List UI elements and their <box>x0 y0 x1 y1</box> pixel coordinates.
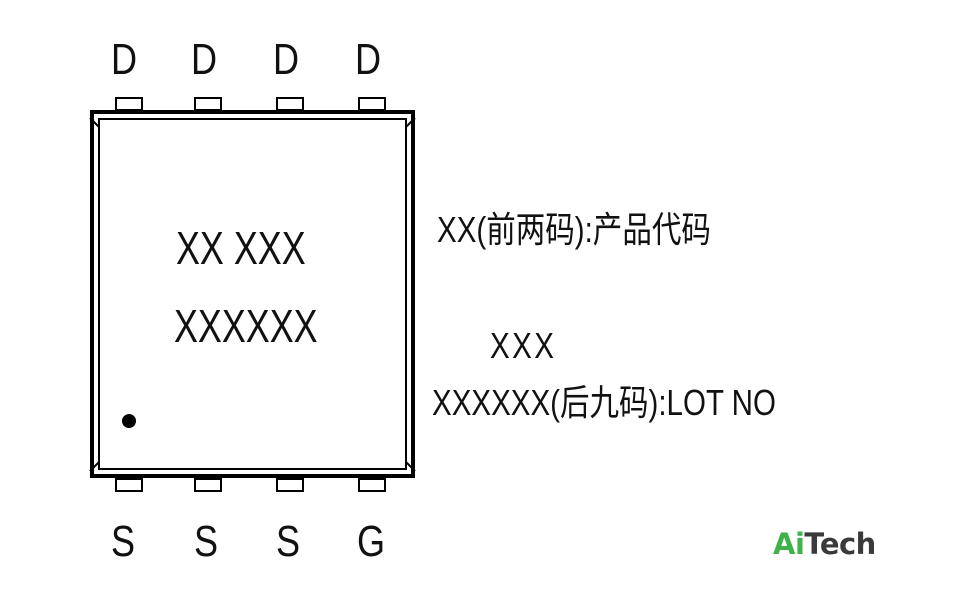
logo-text-tech: Tech <box>804 527 876 561</box>
pin-pad-top-4 <box>358 97 386 111</box>
pin-label-bottom-4: G <box>357 517 386 566</box>
package-marking-line2: XXXXXX <box>174 300 318 352</box>
pin-pad-bottom-2 <box>194 478 222 492</box>
pin-label-top-3: D <box>273 35 300 84</box>
pin-label-bottom-3: S <box>276 517 301 566</box>
legend-product-code: XX(前两码):产品代码 <box>437 209 711 250</box>
package-body <box>90 110 415 478</box>
legend-xxx: XXX <box>490 325 557 366</box>
pin-pad-top-2 <box>194 97 222 111</box>
logo-text-ai: Ai <box>773 527 805 561</box>
legend-lot-no: XXXXXX(后九码):LOT NO <box>432 382 776 423</box>
pin-label-bottom-1: S <box>111 517 136 566</box>
pin1-indicator-dot <box>122 414 136 428</box>
pin-label-bottom-2: S <box>194 517 219 566</box>
pin-label-top-2: D <box>191 35 218 84</box>
pin-label-top-4: D <box>355 35 382 84</box>
pin-pad-bottom-3 <box>276 478 304 492</box>
pin-pad-bottom-4 <box>358 478 386 492</box>
pin-pad-top-3 <box>276 97 304 111</box>
pin-pad-top-1 <box>115 97 143 111</box>
pin-pad-bottom-1 <box>115 478 143 492</box>
package-inner-outline <box>98 118 407 470</box>
package-marking-line1: XX XXX <box>176 222 306 274</box>
aitech-logo: AiTech <box>773 530 876 559</box>
pin-label-top-1: D <box>111 35 138 84</box>
